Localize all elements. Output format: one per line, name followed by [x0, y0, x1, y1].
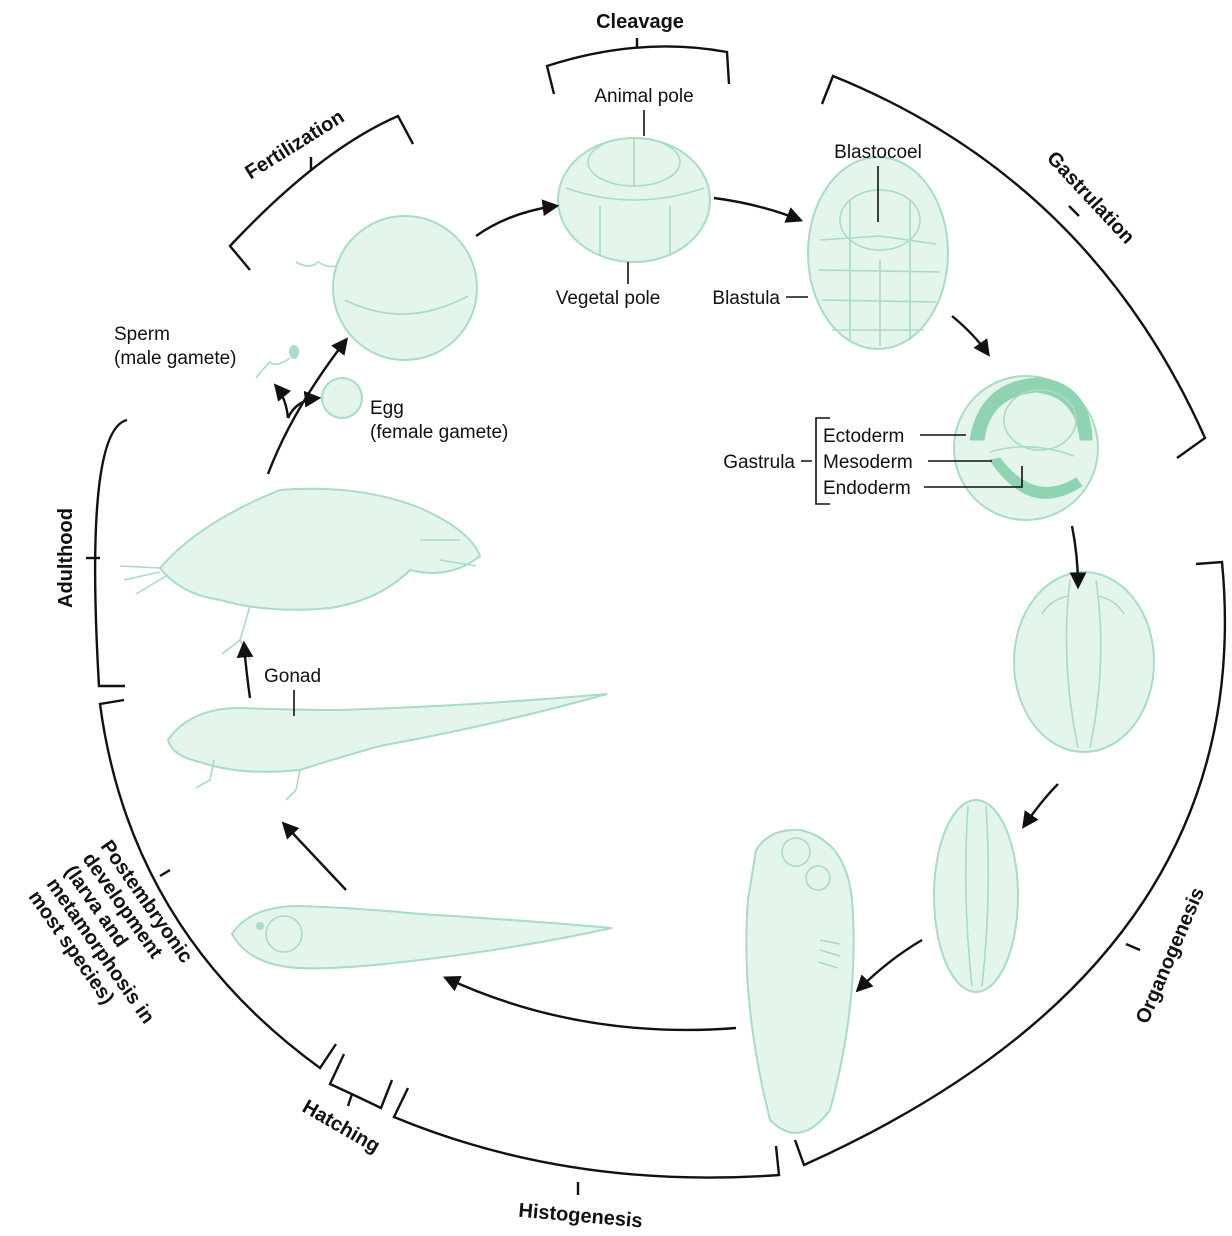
organogenesis-title: Organogenesis: [1132, 884, 1209, 1027]
neurula-early-embryo: [1014, 572, 1154, 752]
adult-frog: [120, 489, 480, 660]
egg-sublabel: (female gamete): [370, 422, 508, 443]
sperm-label: Sperm: [114, 324, 170, 345]
froglet: [168, 694, 607, 800]
sperm-sublabel: (male gamete): [114, 348, 237, 369]
fertilization-title: Fertilization: [241, 106, 348, 184]
gastrulation-title: Gastrulation: [1042, 147, 1138, 248]
cleavage-title: Cleavage: [596, 11, 684, 33]
adulthood-bracket: [95, 420, 127, 686]
hatching-bracket: [330, 1054, 392, 1108]
adulthood-title: Adulthood: [55, 508, 77, 608]
histogenesis-title: Histogenesis: [518, 1200, 644, 1233]
gonad-label: Gonad: [264, 666, 321, 687]
blastocoel-label: Blastocoel: [834, 142, 922, 163]
mesoderm-label: Mesoderm: [823, 452, 913, 473]
postembryonic-title: Postembryonic development (larva and met…: [24, 836, 213, 1040]
sperm: [256, 345, 299, 378]
endoderm-label: Endoderm: [823, 478, 911, 499]
egg-cell: [322, 378, 362, 418]
blastula-label: Blastula: [712, 288, 780, 309]
tadpole: [232, 906, 612, 968]
neurula-embryo: [934, 800, 1018, 992]
gastrula-embryo: [954, 376, 1098, 520]
animal-pole-label: Animal pole: [594, 86, 693, 107]
hatching-title: Hatching: [298, 1096, 383, 1158]
cleavage-embryo: [558, 138, 710, 262]
tailbud-embryo: [746, 830, 853, 1133]
vegetal-pole-label: Vegetal pole: [556, 288, 661, 309]
fertilized-egg: [296, 216, 477, 360]
histogenesis-bracket: [394, 1088, 779, 1178]
gastrula-label: Gastrula: [723, 452, 795, 473]
egg-label: Egg: [370, 398, 404, 419]
ectoderm-label: Ectoderm: [823, 426, 904, 447]
